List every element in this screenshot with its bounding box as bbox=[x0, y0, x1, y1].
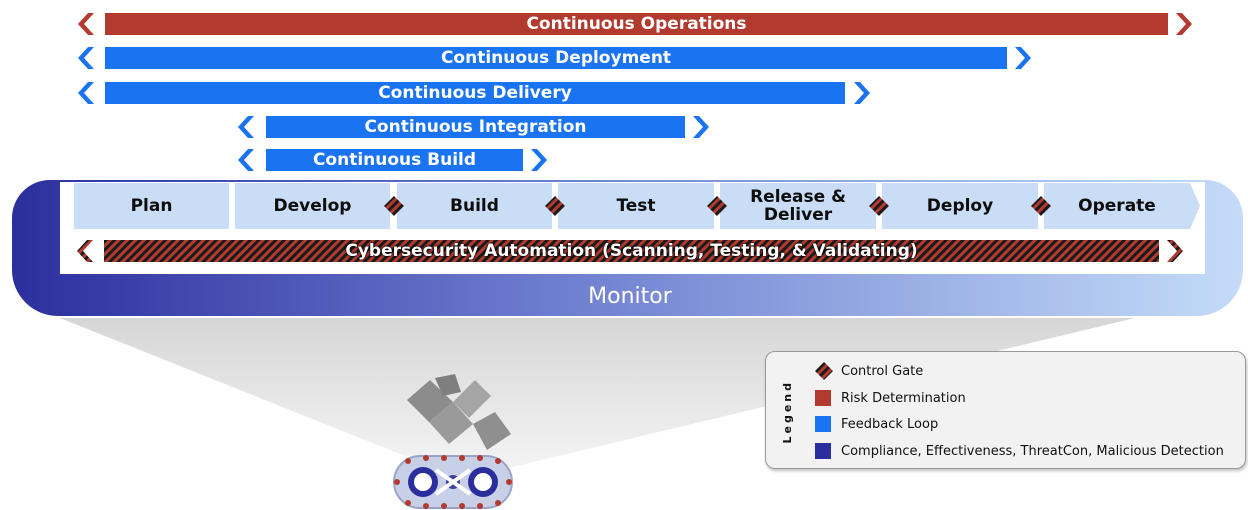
stage-deploy: Deploy bbox=[882, 183, 1038, 229]
chevron-left-icon bbox=[238, 116, 254, 138]
cybersecurity-automation-bar: Cybersecurity Automation (Scanning, Test… bbox=[345, 241, 918, 261]
continuous-delivery-bar: Continuous Delivery bbox=[105, 82, 845, 104]
control-gate-icon bbox=[815, 362, 833, 380]
chevron-left-icon bbox=[78, 13, 94, 35]
legend-label: Control Gate bbox=[841, 363, 924, 379]
stage-operate: Operate bbox=[1044, 183, 1190, 229]
monitor-label: Monitor bbox=[588, 284, 672, 309]
stage-build: Build bbox=[397, 183, 552, 229]
control-gate-icon bbox=[1031, 196, 1051, 216]
legend: Legend Control Gate Risk Determination F… bbox=[765, 351, 1246, 469]
chevron-left-icon bbox=[77, 240, 93, 262]
chevron-left-icon bbox=[78, 82, 94, 104]
chevron-left-icon bbox=[78, 47, 94, 69]
chevron-right-icon bbox=[693, 116, 709, 138]
stage-arrow-tip bbox=[1190, 183, 1200, 229]
cube-net-icon bbox=[407, 374, 511, 450]
legend-item-feedback-loop: Feedback Loop bbox=[815, 415, 938, 433]
chevron-left-icon bbox=[238, 149, 254, 171]
feedback-swatch bbox=[815, 416, 831, 432]
stage-plan: Plan bbox=[74, 183, 229, 229]
automation-bar-hatch bbox=[104, 240, 1159, 262]
stage-release-deliver: Release & Deliver bbox=[720, 183, 876, 229]
legend-title: Legend bbox=[781, 380, 794, 444]
chevron-right-icon bbox=[854, 82, 870, 104]
stage-test: Test bbox=[558, 183, 714, 229]
chevron-right-icon bbox=[531, 149, 547, 171]
continuous-operations-bar: Continuous Operations bbox=[105, 13, 1168, 35]
continuous-deployment-bar: Continuous Deployment bbox=[105, 47, 1007, 69]
continuous-build-bar: Continuous Build bbox=[266, 149, 523, 171]
legend-label: Compliance, Effectiveness, ThreatCon, Ma… bbox=[841, 443, 1224, 459]
compliance-swatch bbox=[815, 443, 831, 459]
control-gate-icon bbox=[384, 196, 404, 216]
legend-item-compliance: Compliance, Effectiveness, ThreatCon, Ma… bbox=[815, 442, 1224, 460]
continuous-integration-bar: Continuous Integration bbox=[266, 116, 685, 138]
chevron-right-icon bbox=[1167, 240, 1183, 262]
chevron-right-icon bbox=[1015, 47, 1031, 69]
legend-item-risk-determination: Risk Determination bbox=[815, 389, 966, 407]
stage-develop: Develop bbox=[235, 183, 390, 229]
control-gate-icon bbox=[707, 196, 727, 216]
risk-swatch bbox=[815, 390, 831, 406]
chevron-right-icon bbox=[1176, 13, 1192, 35]
legend-label: Feedback Loop bbox=[841, 416, 939, 432]
control-gate-icon bbox=[869, 196, 889, 216]
legend-item-control-gate: Control Gate bbox=[815, 362, 923, 380]
control-gate-icon bbox=[545, 196, 565, 216]
legend-label: Risk Determination bbox=[841, 390, 966, 406]
devsecops-infinity-icon bbox=[393, 455, 513, 509]
